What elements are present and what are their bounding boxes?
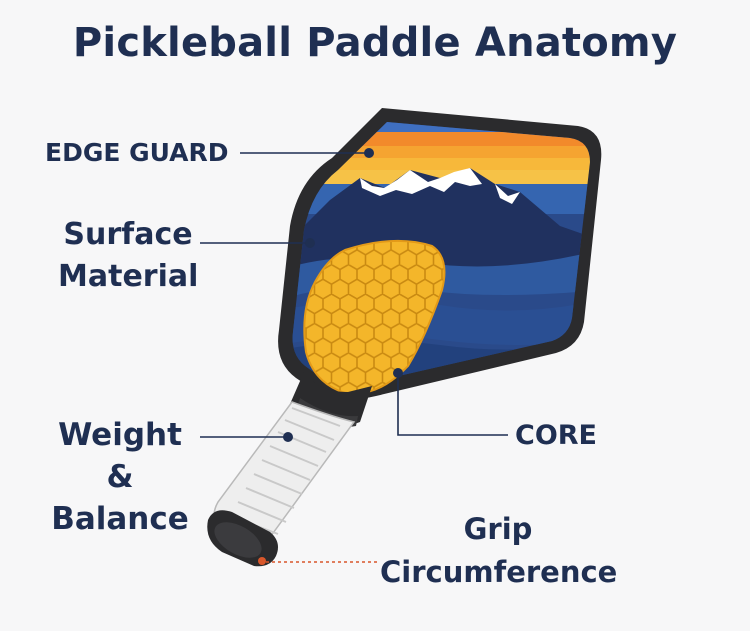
label-weight-line2: & Balance — [51, 459, 189, 537]
core-leader — [397, 376, 508, 436]
label-grip-line1: Grip — [463, 512, 533, 546]
weight-dot — [283, 432, 293, 442]
grip-dot — [258, 557, 266, 565]
butt-cap — [207, 510, 278, 567]
label-core: CORE — [515, 420, 598, 451]
label-grip-circumference: Grip Circumference — [380, 508, 618, 594]
label-weight-balance: Weight & Balance — [35, 414, 205, 540]
core-dot — [393, 368, 403, 378]
label-grip-line2: Circumference — [380, 555, 618, 589]
diagram-title: Pickleball Paddle Anatomy — [72, 20, 678, 66]
label-surface-line1: Surface — [63, 217, 193, 252]
surface-dot — [305, 238, 315, 248]
label-weight-line1: Weight — [58, 417, 182, 453]
edge-guard-dot — [364, 148, 374, 158]
label-surface-line2: Material — [58, 259, 199, 294]
label-surface-material: Surface Material — [58, 214, 198, 298]
label-edge-guard: EDGE GUARD — [45, 138, 229, 167]
